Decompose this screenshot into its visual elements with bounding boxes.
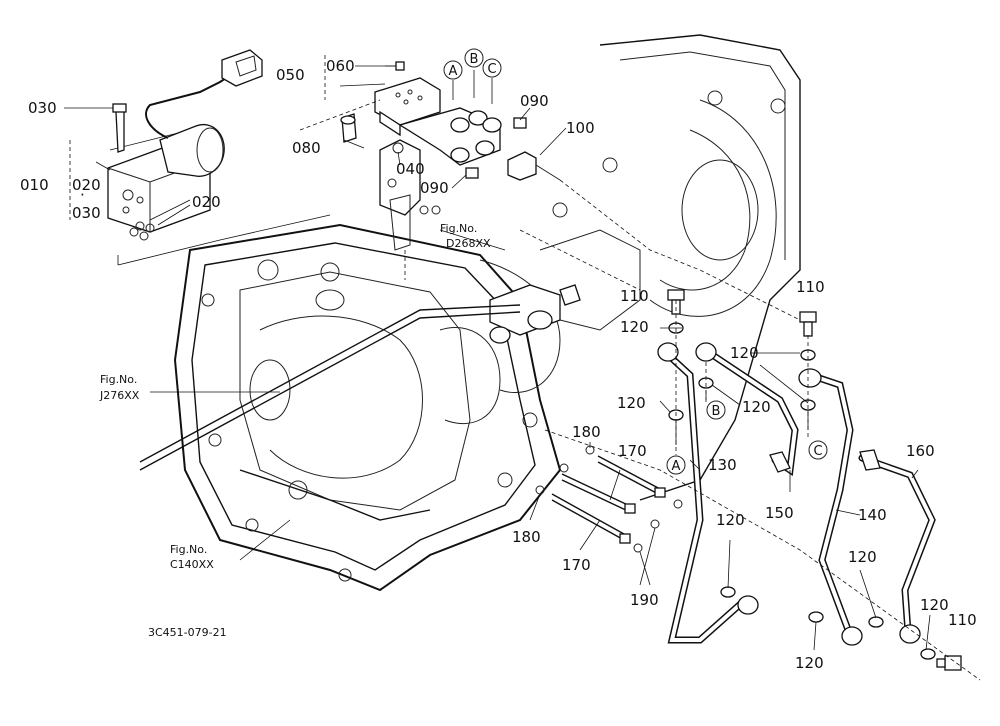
part-label-040: 040 [396, 160, 425, 178]
diagram-code: 3C451-079-21 [148, 626, 227, 639]
part-label-050: 050 [276, 66, 305, 84]
part-label-170-upper: 170 [618, 442, 647, 460]
leader-lines [64, 65, 931, 651]
pipe-studs [535, 445, 683, 553]
solenoid-valve-assembly [69, 49, 331, 266]
oil-pipes [657, 342, 936, 646]
part-label-120-7: 120 [920, 596, 949, 614]
fig-ref-c140-code: C140XX [170, 558, 214, 571]
part-label-120-5: 120 [716, 511, 745, 529]
part-label-060: 060 [326, 57, 355, 75]
part-label-090-upper: 090 [520, 92, 549, 110]
port-label-c-lower: C [813, 444, 822, 459]
part-label-120-4: 120 [742, 398, 771, 416]
part-label-140: 140 [858, 506, 887, 524]
part-label-170-lower: 170 [562, 556, 591, 574]
port-label-a: A [449, 64, 458, 79]
part-label-020: 020 [192, 193, 221, 211]
part-label-150: 150 [765, 504, 794, 522]
pipe-j276 [139, 311, 521, 471]
port-label-a-lower: A [672, 459, 681, 474]
fig-ref-j276-title: Fig.No. [100, 373, 137, 386]
part-label-030-bracket: 030 [72, 204, 101, 222]
part-label-080: 080 [292, 139, 321, 157]
part-label-160: 160 [906, 442, 935, 460]
fig-ref-j276-code: J276XX [99, 389, 140, 402]
part-label-120-2: 120 [730, 344, 759, 362]
fig-ref-d268-code: D268XX [446, 237, 491, 250]
part-label-100: 100 [566, 119, 595, 137]
part-label-110-right: 110 [796, 278, 825, 296]
fig-ref-d268-title: Fig.No. [440, 222, 477, 235]
part-label-110-left: 110 [620, 287, 649, 305]
part-label-180-upper: 180 [572, 423, 601, 441]
part-label-010: 010 [20, 176, 49, 194]
part-label-120-6: 120 [848, 548, 877, 566]
part-label-120-8: 120 [795, 654, 824, 672]
part-label-020-bracket: 020 [72, 176, 101, 194]
port-arrows [452, 70, 809, 445]
part-label-120-1: 120 [620, 318, 649, 336]
transmission-housing [173, 34, 801, 592]
fig-ref-c140-title: Fig.No. [170, 543, 207, 556]
part-label-dot: · [80, 186, 85, 204]
internal-valve [489, 284, 581, 344]
part-label-090-lower: 090 [420, 179, 449, 197]
part-label-130: 130 [708, 456, 737, 474]
part-label-110-bottom: 110 [948, 611, 977, 629]
port-label-b: B [470, 52, 479, 67]
port-markers [443, 48, 828, 475]
part-label-180-lower: 180 [512, 528, 541, 546]
manifold-assembly [299, 55, 561, 280]
port-label-b-lower: B [712, 404, 721, 419]
part-labels: A B C A B C 030 010 020 · 030 020 050 06… [20, 52, 977, 672]
part-label-120-3: 120 [617, 394, 646, 412]
part-label-030: 030 [28, 99, 57, 117]
part-label-190: 190 [630, 591, 659, 609]
port-label-c: C [487, 62, 496, 77]
